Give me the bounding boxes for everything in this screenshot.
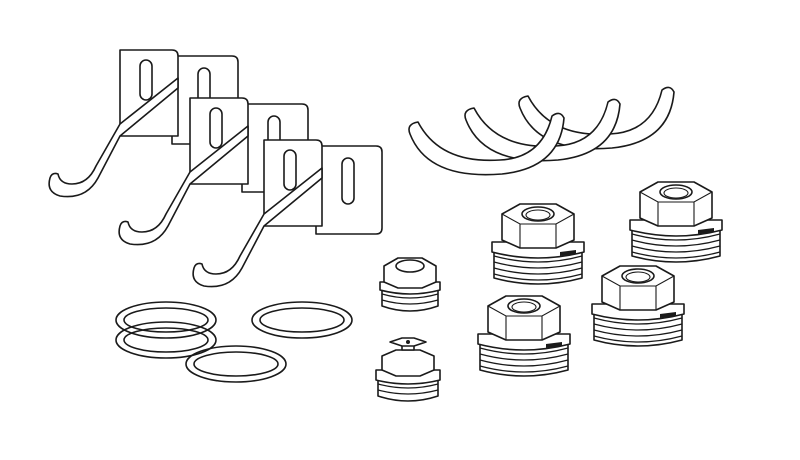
reducer-bushing [477, 295, 571, 377]
o-ring-seal [115, 301, 217, 339]
reducer-bushing [629, 181, 723, 263]
o-ring-seal [251, 301, 353, 339]
o-ring-seal [185, 345, 287, 383]
blank-plug [379, 257, 441, 312]
reducer-bushing [491, 203, 585, 285]
o-ring-seal [115, 321, 217, 359]
reducer-bushing [591, 265, 685, 347]
air-vent-valve [375, 337, 441, 402]
